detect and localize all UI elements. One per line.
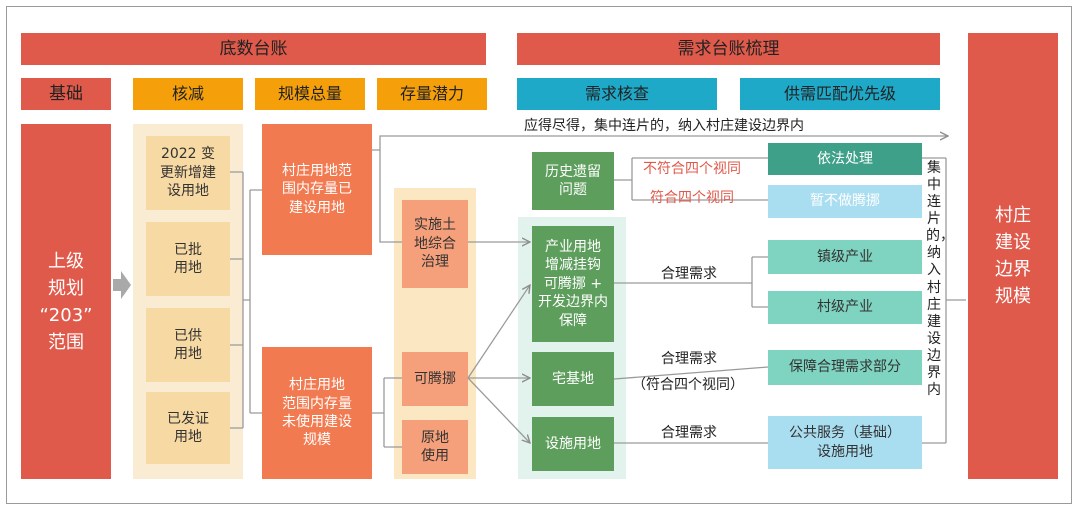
bracket-reduction (230, 171, 262, 429)
header-demand: 需求台账梳理 (517, 33, 940, 65)
label-reasonable-3: 合理需求 (661, 425, 717, 441)
scale-built-land: 村庄用地范 围内存量已 建设用地 (262, 124, 372, 255)
arrow-vacatable-facility (467, 377, 530, 443)
priority-village-industry: 村级产业 (768, 291, 922, 324)
diagram-frame (6, 6, 1072, 504)
label-vertical-note: 集中连片的，纳入村庄建设边界内 (926, 160, 954, 400)
header-scale: 规模总量 (255, 78, 365, 110)
label-top-arrow: 应得尽得，集中连片的，纳入村庄建设边界内 (524, 118, 804, 134)
reduction-item-certified: 已发证 用地 (146, 392, 230, 464)
village-boundary-scale: 村庄 建设 边界 规模 (968, 33, 1058, 479)
arrow-top (372, 136, 948, 151)
priority-guarantee: 保障合理需求部分 (768, 350, 922, 385)
reduction-item-supplied: 已供 用地 (146, 308, 230, 382)
header-potential: 存量潜力 (377, 78, 487, 110)
potential-vacatable: 可腾挪 (402, 352, 468, 406)
check-legacy-issues: 历史遗留 问题 (532, 152, 614, 210)
priority-hold: 暂不做腾挪 (768, 185, 922, 218)
line-homestead-guarantee (613, 366, 769, 380)
line-legacy-split (614, 157, 768, 201)
header-check: 需求核查 (517, 78, 717, 110)
header-basis: 基础 (21, 78, 111, 110)
check-facility-land: 设施用地 (532, 417, 614, 471)
priority-public-service: 公共服务（基础） 设施用地 (768, 416, 922, 469)
bracket-right (922, 157, 966, 444)
priority-town-industry: 镇级产业 (768, 240, 922, 274)
priority-legal: 依法处理 (768, 143, 922, 175)
check-industrial-land: 产业用地 增减挂钩 可腾挪 + 开发边界内 保障 (532, 226, 614, 342)
line-industrial-split (614, 256, 768, 308)
label-not-comply: 不符合四个视同 (643, 161, 741, 177)
header-priority: 供需匹配优先级 (740, 78, 940, 110)
check-homestead: 宅基地 (532, 352, 614, 406)
reduction-item-2022: 2022 变 更新增建 设用地 (146, 136, 230, 210)
line-unused-split (372, 377, 402, 448)
scale-unused-land: 村庄用地 范围内存量 未使用建设 规模 (262, 347, 372, 479)
upper-plan-scope: 上级 规划 “203” 范围 (21, 124, 111, 479)
label-reasonable-2: 合理需求 (661, 351, 717, 367)
reduction-item-approved: 已批 用地 (146, 222, 230, 296)
header-ledger: 底数台账 (21, 33, 486, 65)
line-built-consolidation (379, 150, 402, 243)
potential-in-place: 原地 使用 (402, 420, 468, 474)
arrow-vacatable-industrial (467, 285, 530, 379)
label-reasonable-1: 合理需求 (661, 266, 717, 282)
potential-land-consolidation: 实施土 地综合 治理 (402, 200, 468, 288)
label-reasonable-2-sub: （符合四个视同） (632, 377, 744, 393)
label-comply: 符合四个视同 (650, 190, 734, 206)
block-arrow (113, 271, 131, 299)
header-reduction: 核减 (133, 78, 243, 110)
